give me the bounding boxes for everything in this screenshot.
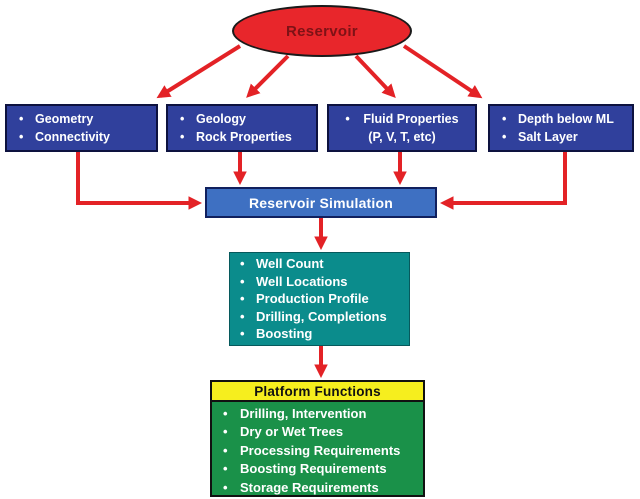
arrow-geometry-to-simulation xyxy=(76,152,203,210)
geometry-connectivity-node: Geometry Connectivity xyxy=(5,104,158,152)
list-item: Boosting xyxy=(230,325,387,343)
arrow-reservoir-to-geology xyxy=(246,54,290,98)
arrow-reservoir-to-depth xyxy=(402,44,483,99)
platform-functions-node: Platform Functions Drilling, Interventio… xyxy=(210,380,425,497)
platform-functions-header: Platform Functions xyxy=(212,382,423,402)
list-item: Geology xyxy=(168,110,292,128)
reservoir-simulation-node: Reservoir Simulation xyxy=(205,187,437,218)
platform-functions-body: Drilling, Intervention Dry or Wet Trees … xyxy=(212,402,423,497)
list-item: Production Profile xyxy=(230,290,387,308)
arrow-depth-to-simulation xyxy=(439,152,567,210)
list-item: Drilling, Completions xyxy=(230,308,387,326)
arrow-reservoir-to-geometry xyxy=(156,44,242,99)
geology-list: Geology Rock Properties xyxy=(168,110,292,146)
list-item: Geometry xyxy=(7,110,110,128)
list-item: Rock Properties xyxy=(168,128,292,146)
list-item: Depth below ML xyxy=(490,110,614,128)
arrow-reservoir-to-fluid xyxy=(354,54,396,98)
reservoir-label: Reservoir xyxy=(286,22,358,40)
list-item: Drilling, Intervention xyxy=(212,405,423,424)
list-item-continuation: (P, V, T, etc) xyxy=(368,130,436,144)
well-planning-list: Well Count Well Locations Production Pro… xyxy=(230,255,387,343)
list-item: Connectivity xyxy=(7,128,110,146)
simulation-label: Reservoir Simulation xyxy=(248,194,394,211)
well-planning-node: Well Count Well Locations Production Pro… xyxy=(229,252,410,346)
geometry-list: Geometry Connectivity xyxy=(7,110,110,146)
list-item: Processing Requirements xyxy=(212,442,423,461)
depth-list: Depth below ML Salt Layer xyxy=(490,110,614,146)
reservoir-node: Reservoir xyxy=(232,5,412,57)
list-item: Storage Requirements xyxy=(212,479,423,498)
list-item: Dry or Wet Trees xyxy=(212,423,423,442)
list-item: Well Locations xyxy=(230,273,387,291)
list-item: Well Count xyxy=(230,255,387,273)
fluid-list: Fluid Properties (P, V, T, etc) xyxy=(345,110,458,146)
list-item: Salt Layer xyxy=(490,128,614,146)
list-item: Fluid Properties xyxy=(345,110,458,128)
list-item: Boosting Requirements xyxy=(212,460,423,479)
fluid-properties-node: Fluid Properties (P, V, T, etc) xyxy=(327,104,477,152)
geology-rock-properties-node: Geology Rock Properties xyxy=(166,104,318,152)
depth-salt-layer-node: Depth below ML Salt Layer xyxy=(488,104,634,152)
platform-functions-list: Drilling, Intervention Dry or Wet Trees … xyxy=(212,405,423,497)
